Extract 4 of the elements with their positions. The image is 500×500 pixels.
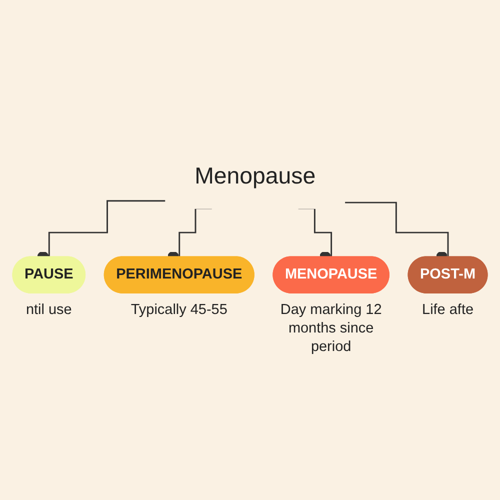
description-text: Day marking 12 months since period [280, 302, 382, 356]
description-text: ntil use [26, 302, 72, 318]
description-text: Life afte [422, 302, 474, 318]
description-text: Typically 45-55 [130, 302, 228, 318]
